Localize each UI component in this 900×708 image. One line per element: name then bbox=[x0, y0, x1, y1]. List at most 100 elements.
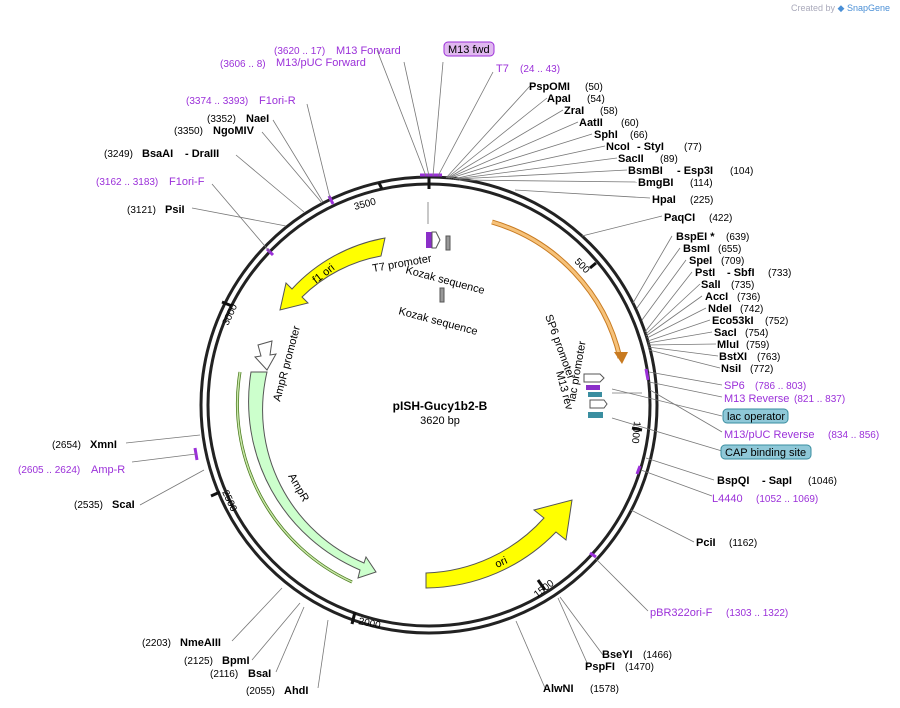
primer-m13-forward: M13 Forward bbox=[336, 45, 401, 57]
enzyme-pcii[interactable]: PciI bbox=[696, 537, 716, 549]
enzyme-sbfi[interactable]: - SbfI bbox=[727, 267, 755, 279]
enzyme-bstxi[interactable]: BstXI bbox=[719, 351, 747, 363]
primer-pos-m13-reverse: (821 .. 837) bbox=[794, 394, 845, 405]
enzymes-right: PspOMI (50) ApaI (54) ZraI (58) AatII (6… bbox=[529, 81, 837, 695]
enzyme-styi[interactable]: - StyI bbox=[637, 141, 664, 153]
primer-amp-r: Amp-R bbox=[91, 464, 125, 476]
enzyme-pspfi[interactable]: PspFI bbox=[585, 661, 615, 673]
feature-ampr-promoter[interactable] bbox=[254, 340, 277, 371]
enzyme-ndei[interactable]: NdeI bbox=[708, 303, 732, 315]
enzyme-bsmi[interactable]: BsmI bbox=[683, 243, 710, 255]
enzyme-hpai[interactable]: HpaI bbox=[652, 194, 676, 206]
snapgene-logo: ◆ bbox=[837, 3, 845, 13]
snapgene-credit: Created by ◆ SnapGene bbox=[791, 3, 890, 14]
feature-lac-elements[interactable] bbox=[583, 373, 608, 418]
primer-pos-f1ori-f: (3162 .. 3183) bbox=[96, 177, 158, 188]
plasmid-name: pISH-Gucy1b2-B bbox=[393, 399, 488, 413]
enzyme-eco53ki[interactable]: Eco53kI bbox=[712, 315, 754, 327]
enzyme-ncoi[interactable]: NcoI bbox=[606, 141, 630, 153]
m13-fwd-box[interactable] bbox=[443, 41, 495, 57]
enzyme-xmni[interactable]: XmnI bbox=[90, 439, 117, 451]
primer-marks bbox=[193, 173, 650, 559]
enzyme-draiii[interactable]: - DraIII bbox=[185, 148, 219, 160]
enzyme-pos: (733) bbox=[768, 268, 791, 279]
lac-operator-box[interactable] bbox=[722, 408, 789, 424]
enzyme-bsaai[interactable]: BsaAI bbox=[142, 148, 173, 160]
enzyme-paqci[interactable]: PaqCI bbox=[664, 212, 695, 224]
enzyme-pos: (2125) bbox=[184, 656, 213, 667]
enzyme-bspei[interactable]: BspEI * bbox=[676, 231, 715, 243]
enzyme-pos: (754) bbox=[745, 328, 768, 339]
enzyme-nmeaiii[interactable]: NmeAIII bbox=[180, 637, 221, 649]
enzyme-pos: (763) bbox=[757, 352, 780, 363]
enzyme-pos: (60) bbox=[621, 118, 639, 129]
tick-marks bbox=[210, 177, 643, 625]
feature-label-kozak-2: Kozak sequence bbox=[397, 305, 479, 338]
primer-pos-f1ori-r: (3374 .. 3393) bbox=[186, 96, 248, 107]
feature-label-ori: ori bbox=[493, 555, 509, 571]
primer-pos-m13-forward: (3620 .. 17) bbox=[274, 46, 325, 57]
enzyme-pos: (77) bbox=[684, 142, 702, 153]
enzyme-pos: (772) bbox=[750, 364, 773, 375]
primer-pos-pbr322ori-f: (1303 .. 1322) bbox=[726, 608, 788, 619]
feature-f1-ori[interactable] bbox=[279, 237, 386, 311]
enzyme-sali[interactable]: SalI bbox=[701, 279, 721, 291]
enzyme-apai[interactable]: ApaI bbox=[547, 93, 571, 105]
enzyme-naei[interactable]: NaeI bbox=[246, 113, 269, 125]
primer-pos-amp-r: (2605 .. 2624) bbox=[18, 465, 80, 476]
enzyme-bseyi[interactable]: BseYI bbox=[602, 649, 633, 661]
enzyme-pos: (104) bbox=[730, 166, 753, 177]
enzyme-zrai[interactable]: ZraI bbox=[564, 105, 584, 117]
feature-cap-binding-site: CAP binding site bbox=[725, 447, 806, 459]
credit-brand: SnapGene bbox=[846, 3, 890, 13]
connector-lines bbox=[125, 49, 723, 689]
feature-ori[interactable] bbox=[425, 499, 573, 589]
enzyme-sacii[interactable]: SacII bbox=[618, 153, 644, 165]
tick-label-3500: 3500 bbox=[353, 196, 378, 212]
enzyme-sphi[interactable]: SphI bbox=[594, 129, 618, 141]
enzyme-mlui[interactable]: MluI bbox=[717, 339, 739, 351]
feature-sp6-promoter[interactable] bbox=[491, 219, 628, 364]
enzyme-spei[interactable]: SpeI bbox=[689, 255, 712, 267]
feature-t7-promoter[interactable] bbox=[426, 231, 451, 303]
enzyme-pos: (735) bbox=[731, 280, 754, 291]
enzyme-pos: (422) bbox=[709, 213, 732, 224]
enzyme-pos: (1578) bbox=[590, 684, 619, 695]
enzyme-aatii[interactable]: AatII bbox=[579, 117, 603, 129]
enzyme-pos: (759) bbox=[746, 340, 769, 351]
cap-binding-site-box[interactable] bbox=[720, 444, 812, 460]
enzyme-ahdi[interactable]: AhdI bbox=[284, 685, 308, 697]
enzyme-bsai[interactable]: BsaI bbox=[248, 668, 271, 680]
enzyme-pos: (3249) bbox=[104, 149, 133, 160]
primer-pbr322ori-f: pBR322ori-F bbox=[650, 607, 713, 619]
primer-pos-t7: (24 .. 43) bbox=[520, 64, 560, 75]
enzyme-bmgbi[interactable]: BmgBI bbox=[638, 177, 673, 189]
enzyme-psti[interactable]: PstI bbox=[695, 267, 715, 279]
enzyme-pos: (66) bbox=[630, 130, 648, 141]
enzyme-bsmbi[interactable]: BsmBI bbox=[628, 165, 663, 177]
enzyme-saci[interactable]: SacI bbox=[714, 327, 737, 339]
primer-labels: (3620 .. 17) M13 Forward (3606 .. 8) M13… bbox=[18, 41, 879, 619]
enzyme-pos: (736) bbox=[737, 292, 760, 303]
enzyme-bspqi[interactable]: BspQI bbox=[717, 475, 749, 487]
enzyme-ngomiv[interactable]: NgoMIV bbox=[213, 125, 255, 137]
feature-ampr[interactable] bbox=[235, 371, 377, 584]
enzyme-pos: (225) bbox=[690, 195, 713, 206]
enzyme-pos: (2654) bbox=[52, 440, 81, 451]
enzyme-scai[interactable]: ScaI bbox=[112, 499, 135, 511]
enzyme-sapi[interactable]: - SapI bbox=[762, 475, 792, 487]
enzyme-bpmi[interactable]: BpmI bbox=[222, 655, 250, 667]
enzyme-pos: (2116) bbox=[210, 669, 238, 680]
enzyme-pspomi[interactable]: PspOMI bbox=[529, 81, 570, 93]
feature-lac-operator: lac operator bbox=[727, 411, 785, 423]
plasmid-size: 3620 bp bbox=[420, 415, 460, 427]
enzyme-alwni[interactable]: AlwNI bbox=[543, 683, 574, 695]
enzyme-psii[interactable]: PsiI bbox=[165, 204, 185, 216]
primer-l4440: L4440 bbox=[712, 493, 743, 505]
enzyme-esp3i[interactable]: - Esp3I bbox=[677, 165, 713, 177]
enzyme-acci[interactable]: AccI bbox=[705, 291, 728, 303]
enzyme-nsii[interactable]: NsiI bbox=[721, 363, 741, 375]
enzyme-pos: (2535) bbox=[74, 500, 103, 511]
enzyme-pos: (2055) bbox=[246, 686, 275, 697]
